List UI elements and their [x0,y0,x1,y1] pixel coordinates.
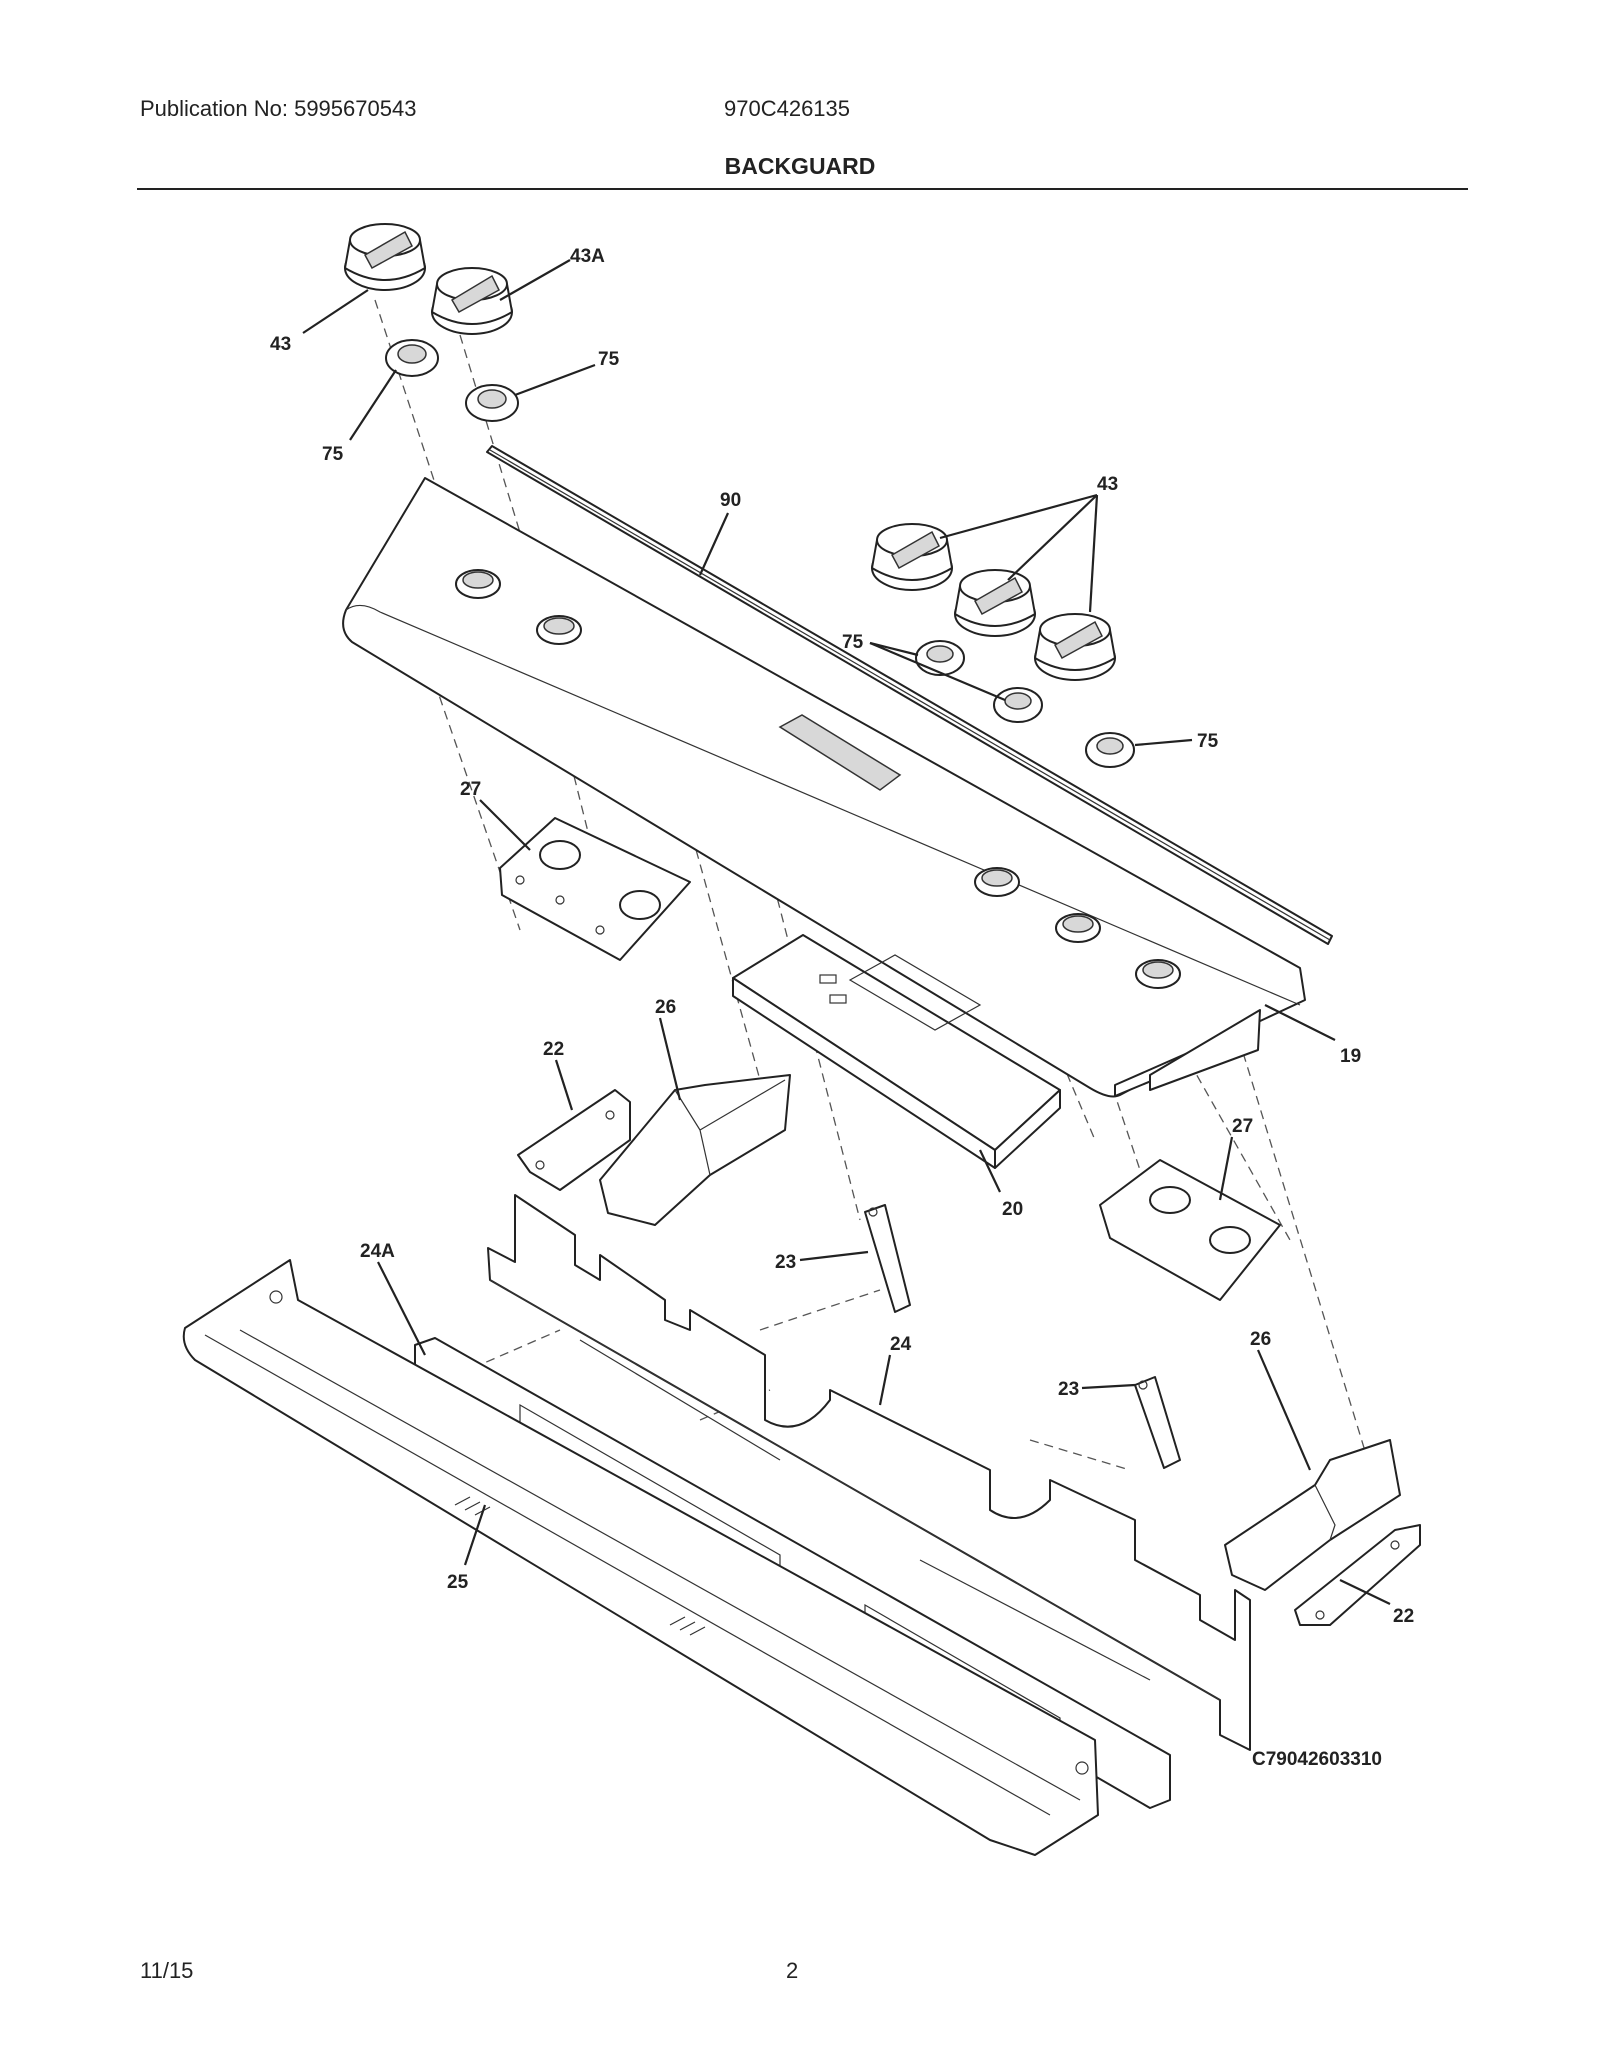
callout-23-right: 23 [1058,1379,1079,1400]
bracket-23-right [1134,1376,1181,1469]
backguard-frame-24 [487,1194,1251,1751]
trim-strip-90 [486,445,1333,945]
callout-75-far-right: 75 [1197,731,1219,752]
callout-22-right: 22 [1393,1606,1414,1627]
callout-43-right: 43 [1097,474,1118,495]
bracket-22-right [1294,1524,1421,1626]
control-board-20 [732,934,1061,1169]
callout-75-right: 75 [842,632,864,653]
callout-27-right: 27 [1232,1116,1253,1137]
publication-number: Publication No: 5995670543 [140,96,417,121]
callout-43-left: 43 [270,334,291,355]
bezel-75-second [465,384,519,422]
callout-24A: 24A [360,1241,395,1262]
bracket-27-left [499,817,691,961]
bezel-75-left [385,339,439,377]
callout-24: 24 [890,1334,912,1355]
bezel-75-right-3 [1085,732,1135,768]
callout-22-left: 22 [543,1039,564,1060]
callout-20: 20 [1002,1199,1023,1220]
console-panel-19 [342,477,1306,1098]
callout-27-left: 27 [460,779,481,800]
callout-23-center: 23 [775,1252,796,1273]
knob-43-left [344,223,426,291]
callout-25: 25 [447,1572,469,1593]
bezel-75-right-2 [993,687,1043,723]
diagram-code: C79042603310 [1252,1749,1382,1770]
model-number: 970C426135 [724,96,851,121]
knob-43-right-2 [954,569,1036,637]
callout-90: 90 [720,490,741,511]
knob-43-right-3 [1034,613,1116,681]
header-divider [137,188,1468,190]
leader-lines [302,259,1391,1605]
knob-43-right-1 [871,523,953,591]
bracket-23-center [864,1204,911,1313]
bezel-75-right-1 [915,640,965,676]
page-number: 2 [786,1958,799,1983]
lower-trim-25 [182,1259,1099,1856]
bracket-27-right [1099,1159,1281,1301]
bracket-26-left [599,1074,791,1226]
bracket-22-left [517,1089,631,1191]
callout-75-second: 75 [598,349,620,370]
publication-date: 11/15 [140,1958,194,1983]
page-title: BACKGUARD [724,153,876,179]
callout-26-right: 26 [1250,1329,1271,1350]
bracket-26-right [1224,1439,1401,1591]
knob-43A [431,267,513,335]
callout-75-left: 75 [322,444,344,465]
callout-26-left: 26 [655,997,676,1018]
display-window [778,714,902,791]
callout-19: 19 [1340,1046,1361,1067]
callout-43A: 43A [570,246,605,267]
